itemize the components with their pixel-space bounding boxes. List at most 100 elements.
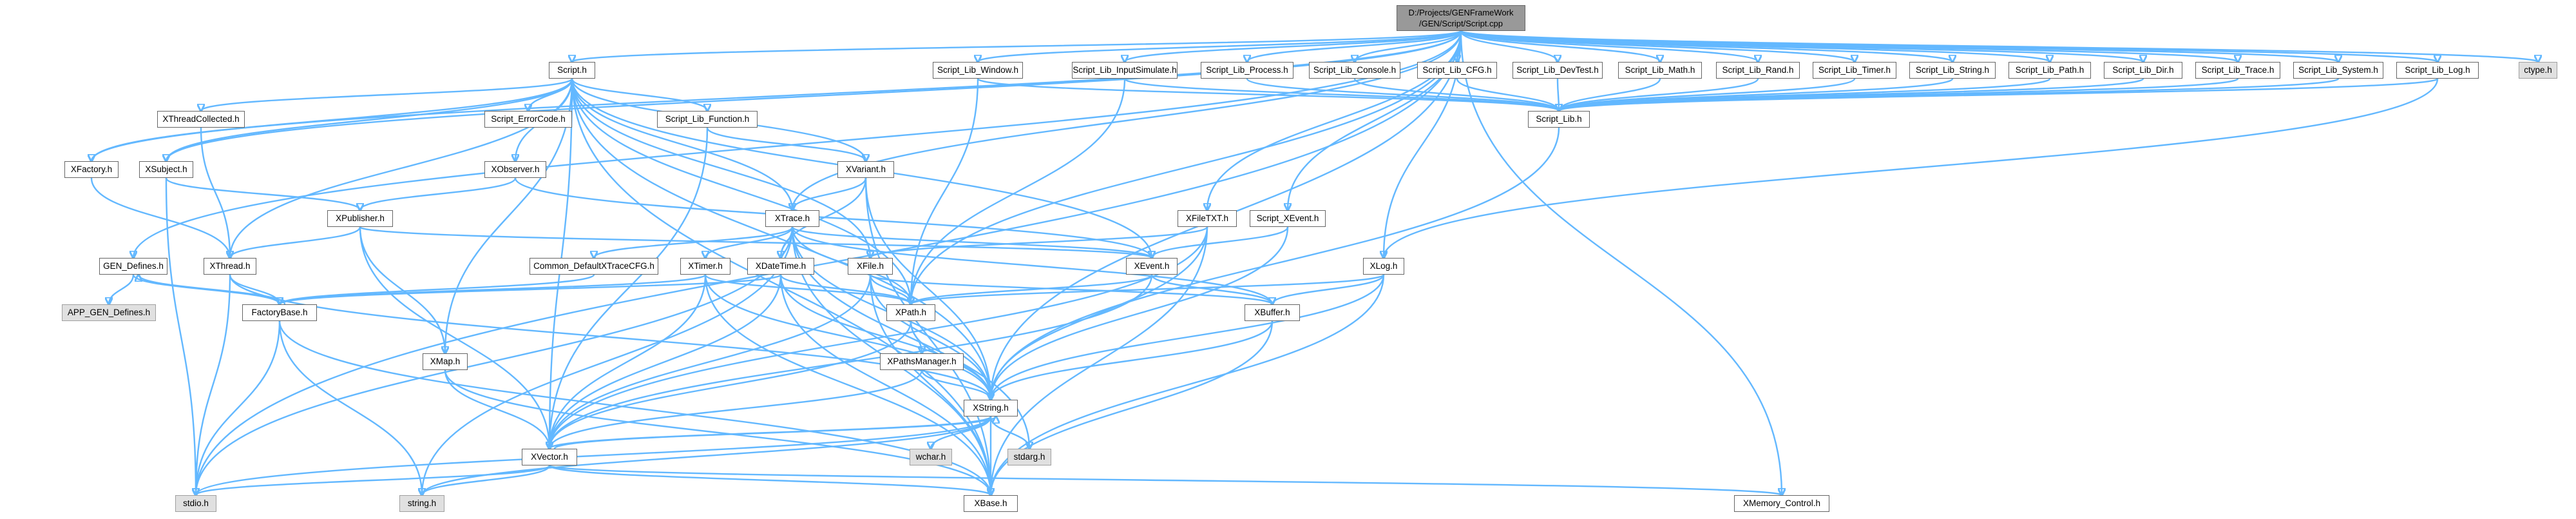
include-edge xyxy=(138,275,286,305)
include-edge xyxy=(911,273,1385,304)
node-script-lib-window-h[interactable]: Script_Lib_Window.h xyxy=(933,62,1023,79)
node-script-lib-process-h[interactable]: Script_Lib_Process.h xyxy=(1201,62,1293,79)
include-edge xyxy=(549,320,912,449)
node-script-lib-trace-h[interactable]: Script_Lib_Trace.h xyxy=(2195,62,2280,79)
node-xfile-h[interactable]: XFile.h xyxy=(848,258,893,275)
node-script-xevent-h[interactable]: Script_XEvent.h xyxy=(1250,210,1326,227)
include-edge xyxy=(991,127,1560,400)
include-edge xyxy=(196,30,1462,495)
node-xbuffer-h[interactable]: XBuffer.h xyxy=(1245,304,1300,321)
include-edge xyxy=(869,274,991,495)
node-stdarg-h: stdarg.h xyxy=(1007,449,1051,465)
include-edge xyxy=(977,77,1559,111)
include-edge xyxy=(792,177,867,210)
node-script-lib-rand-h[interactable]: Script_Lib_Rand.h xyxy=(1716,62,1800,79)
include-edge xyxy=(549,274,707,449)
node-xvector-h[interactable]: XVector.h xyxy=(522,449,577,465)
node-script-lib-h[interactable]: Script_Lib.h xyxy=(1528,111,1590,128)
include-edge xyxy=(90,177,230,258)
node-script-lib-inputsimulate-h[interactable]: Script_Lib_InputSimulate.h xyxy=(1072,62,1178,79)
node-script-lib-string-h[interactable]: Script_Lib_String.h xyxy=(1909,62,1996,79)
node-xstring-h[interactable]: XString.h xyxy=(964,400,1018,416)
node-wchar-h: wchar.h xyxy=(910,449,952,465)
include-edge xyxy=(1460,30,1782,495)
node-script-h[interactable]: Script.h xyxy=(549,62,595,79)
node-xmemory-control-h[interactable]: XMemory_Control.h xyxy=(1734,495,1829,512)
include-edge xyxy=(594,226,794,258)
include-edge xyxy=(991,274,1385,400)
node-xfiletxt-h[interactable]: XFileTXT.h xyxy=(1178,210,1237,227)
node-xpathsmanager-h[interactable]: XPathsManager.h xyxy=(880,353,964,370)
include-edge xyxy=(549,274,782,449)
node-xthread-h[interactable]: XThread.h xyxy=(204,258,256,275)
include-edge xyxy=(166,30,1462,161)
node-xlog-h[interactable]: XLog.h xyxy=(1363,258,1404,275)
node-script-lib-devtest-h[interactable]: Script_Lib_DevTest.h xyxy=(1512,62,1603,79)
node-xtimer-h[interactable]: XTimer.h xyxy=(680,258,730,275)
include-edge xyxy=(230,226,361,258)
node-script-lib-function-h[interactable]: Script_Lib_Function.h xyxy=(657,111,758,128)
node-xpath-h[interactable]: XPath.h xyxy=(886,304,935,321)
include-edge xyxy=(553,416,996,450)
include-edge xyxy=(991,226,1289,400)
include-edge xyxy=(704,274,991,400)
include-edge xyxy=(706,127,866,161)
include-edge xyxy=(870,226,1208,258)
node-xsubject-h[interactable]: XSubject.h xyxy=(139,161,193,178)
node-script-errorcode-h[interactable]: Script_ErrorCode.h xyxy=(484,111,572,128)
include-edge xyxy=(359,226,1152,258)
include-edge xyxy=(791,226,1272,304)
node-xdatetime-h[interactable]: XDateTime.h xyxy=(747,258,814,275)
node-script-lib-timer-h[interactable]: Script_Lib_Timer.h xyxy=(1813,62,1896,79)
node-common-defaultxtracecfg-h[interactable]: Common_DefaultXTraceCFG.h xyxy=(530,258,658,275)
include-edge xyxy=(1456,78,1559,111)
include-edge xyxy=(166,78,573,161)
include-edge xyxy=(1152,226,1289,258)
node-xevent-h[interactable]: XEvent.h xyxy=(1126,258,1178,275)
include-edge xyxy=(196,320,281,495)
include-edge xyxy=(1246,77,1559,111)
include-edge xyxy=(1125,30,1462,62)
node-xbase-h[interactable]: XBase.h xyxy=(964,495,1018,512)
include-edge xyxy=(991,226,1208,400)
include-edge xyxy=(359,226,445,353)
node-script-lib-dir-h[interactable]: Script_Lib_Dir.h xyxy=(2104,62,2182,79)
node-script-lib-system-h[interactable]: Script_Lib_System.h xyxy=(2293,62,2383,79)
node-xfactory-h[interactable]: XFactory.h xyxy=(64,161,119,178)
include-edge xyxy=(1207,30,1462,210)
node-script-lib-console-h[interactable]: Script_Lib_Console.h xyxy=(1309,62,1400,79)
include-edge xyxy=(869,274,991,400)
node-xpublisher-h[interactable]: XPublisher.h xyxy=(327,210,393,227)
node-script-lib-math-h[interactable]: Script_Lib_Math.h xyxy=(1618,62,1702,79)
include-edge xyxy=(1559,78,1661,111)
node-label-line2: /GEN/Script/Script.cpp xyxy=(1418,19,1503,28)
include-edge xyxy=(1150,274,1272,304)
node-script-cpp: D:/Projects/GENFrameWork /GEN/Script/Scr… xyxy=(1397,5,1525,31)
include-edge xyxy=(791,226,1152,258)
node-xthreadcollected-h[interactable]: XThreadCollected.h xyxy=(157,111,245,128)
node-factorybase-h[interactable]: FactoryBase.h xyxy=(242,304,317,321)
include-edge xyxy=(165,177,360,210)
include-edge xyxy=(1559,77,2439,111)
node-script-lib-log-h[interactable]: Script_Lib_Log.h xyxy=(2396,62,2479,79)
include-edge xyxy=(201,77,573,111)
include-edge xyxy=(1460,30,2438,62)
node-gen-defines-h[interactable]: GEN_Defines.h xyxy=(99,258,167,275)
include-edge xyxy=(911,78,979,304)
node-script-lib-cfg-h[interactable]: Script_Lib_CFG.h xyxy=(1417,62,1497,79)
include-edge xyxy=(1559,77,2144,111)
include-edge xyxy=(921,369,991,400)
include-edge xyxy=(278,320,422,495)
node-xtrace-h[interactable]: XTrace.h xyxy=(765,210,819,227)
node-xvariant-h[interactable]: XVariant.h xyxy=(837,161,894,178)
include-edge xyxy=(571,78,991,400)
node-xmap-h[interactable]: XMap.h xyxy=(423,353,468,370)
include-edge xyxy=(571,78,707,111)
node-xobserver-h[interactable]: XObserver.h xyxy=(484,161,546,178)
node-script-lib-path-h[interactable]: Script_Lib_Path.h xyxy=(2008,62,2091,79)
node-app-gen-defines-h: APP_GEN_Defines.h xyxy=(62,304,156,321)
include-edge xyxy=(196,274,231,495)
include-edge xyxy=(549,274,872,449)
include-edge xyxy=(704,274,911,304)
